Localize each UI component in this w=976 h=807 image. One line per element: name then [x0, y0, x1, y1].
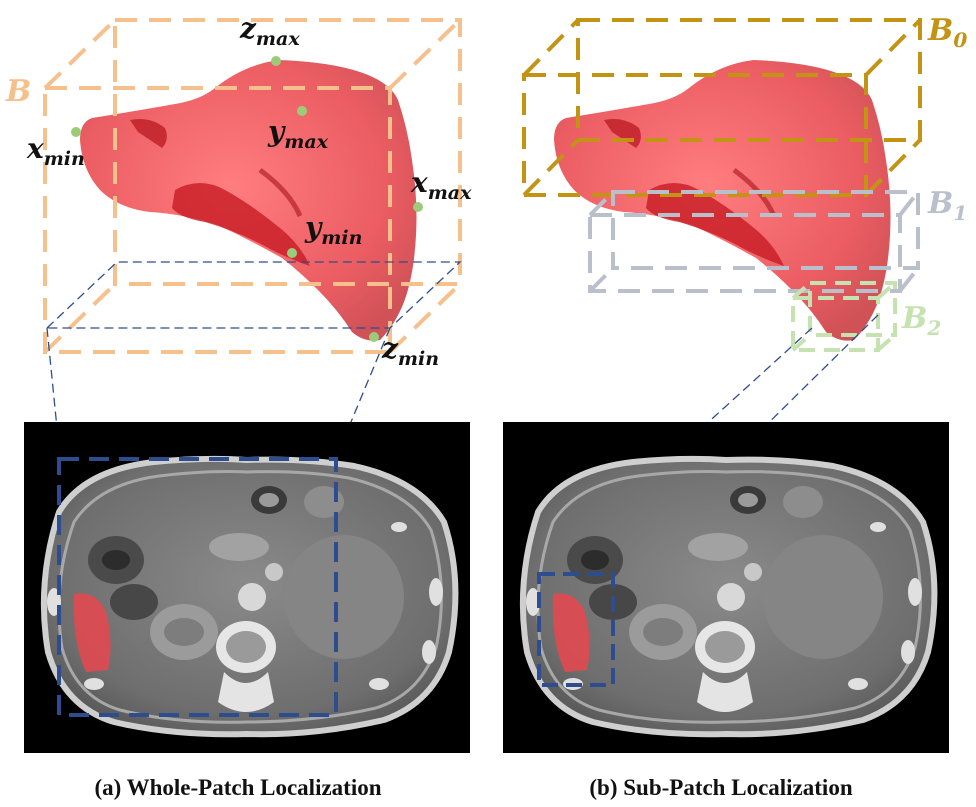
- panel-whole-patch: B zmax ymax xmin xmax: [5, 12, 472, 800]
- panel-sub-patch: B0 B1 B2 (b) Sub-Patch Localization: [503, 13, 967, 800]
- whole-patch-box: [57, 457, 338, 717]
- liver-overlay-b: [552, 593, 590, 672]
- svg-text:ymin: ymin: [304, 211, 362, 249]
- ct-slice-a: [24, 422, 470, 753]
- caption-sub-patch: (b) Sub-Patch Localization: [589, 775, 852, 800]
- landmark-x-max: xmax: [410, 166, 472, 212]
- liver-overlay-a: [73, 593, 111, 672]
- bounding-box-B: [43, 18, 462, 354]
- bounding-box-B2: [791, 281, 897, 352]
- box-B2-label: B2: [901, 301, 941, 340]
- bounding-box-B0: [522, 18, 922, 197]
- svg-text:zmax: zmax: [239, 12, 300, 50]
- svg-text:xmax: xmax: [410, 166, 472, 204]
- ct-slice-b: [503, 422, 949, 753]
- landmark-z-max: zmax: [239, 12, 300, 66]
- caption-whole-patch: (a) Whole-Patch Localization: [94, 775, 381, 800]
- landmark-y-min: ymin: [287, 211, 362, 258]
- svg-text:ymax: ymax: [267, 115, 329, 153]
- bounding-box-B1: [588, 190, 920, 293]
- landmark-y-max: ymax: [267, 106, 329, 153]
- box-B0-label: B0: [927, 13, 967, 52]
- sub-patch-box: [537, 572, 615, 687]
- landmark-x-min: xmin: [26, 127, 85, 170]
- landmark-z-min: zmin: [369, 332, 439, 370]
- svg-text:zmin: zmin: [381, 332, 439, 370]
- box-B-label: B: [5, 74, 31, 109]
- box-B1-label: B1: [927, 186, 967, 225]
- svg-text:xmin: xmin: [26, 132, 85, 170]
- liver-3d-render-a: [80, 60, 417, 341]
